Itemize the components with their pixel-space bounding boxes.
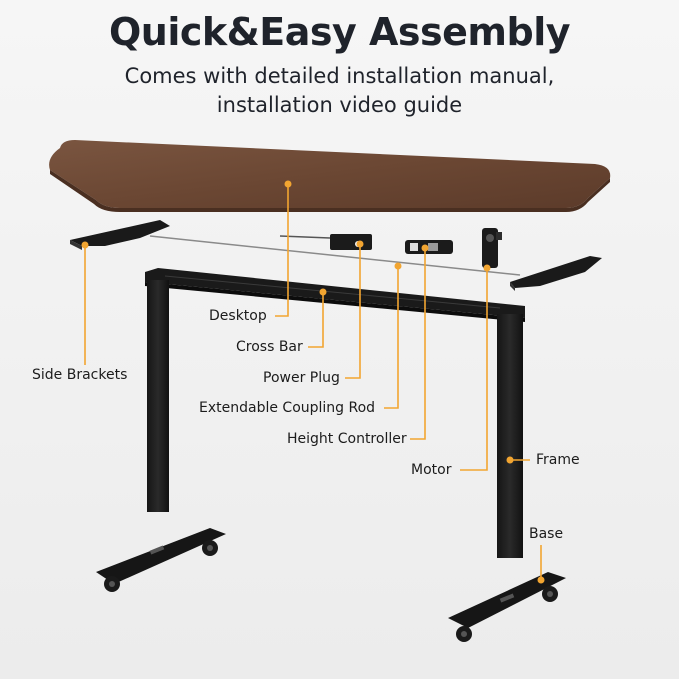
- subtitle-line-2: installation video guide: [216, 93, 463, 117]
- base-right: [448, 572, 566, 642]
- label-base: Base: [529, 526, 564, 542]
- callout-height-controller: [410, 248, 426, 440]
- label-side-brackets: Side Brackets: [32, 367, 128, 383]
- base-left: [96, 528, 226, 592]
- label-cross-bar: Cross Bar: [236, 339, 303, 355]
- frame-top-beam: [145, 268, 525, 322]
- label-height-controller: Height Controller: [287, 431, 407, 447]
- label-desktop: Desktop: [209, 308, 267, 324]
- page-title: Quick&Easy Assembly: [108, 10, 571, 54]
- height-controller-part: [405, 240, 453, 254]
- label-coupling-rod: Extendable Coupling Rod: [199, 400, 376, 416]
- callout-desktop: [275, 184, 289, 317]
- subtitle-line-1: Comes with detailed installation manual,: [124, 64, 555, 88]
- motor-part: [482, 228, 502, 268]
- callout-motor: [460, 268, 488, 471]
- label-power-plug: Power Plug: [263, 370, 340, 386]
- callout-cross-bar: [308, 292, 324, 348]
- label-motor: Motor: [411, 462, 452, 478]
- page-subtitle: Comes with detailed installation manual,…: [0, 62, 679, 120]
- label-frame: Frame: [536, 452, 580, 468]
- callout-power-plug: [345, 244, 361, 379]
- callout-dots: [81, 180, 545, 584]
- callout-coupling-rod: [384, 266, 399, 409]
- side-bracket-left: [70, 220, 170, 250]
- callout-lines: [84, 184, 542, 580]
- frame-leg-left: [147, 280, 169, 512]
- desktop-panel: [49, 140, 611, 212]
- power-plug-part: [330, 234, 372, 250]
- side-bracket-right: [510, 256, 602, 291]
- frame-leg-right: [497, 314, 523, 558]
